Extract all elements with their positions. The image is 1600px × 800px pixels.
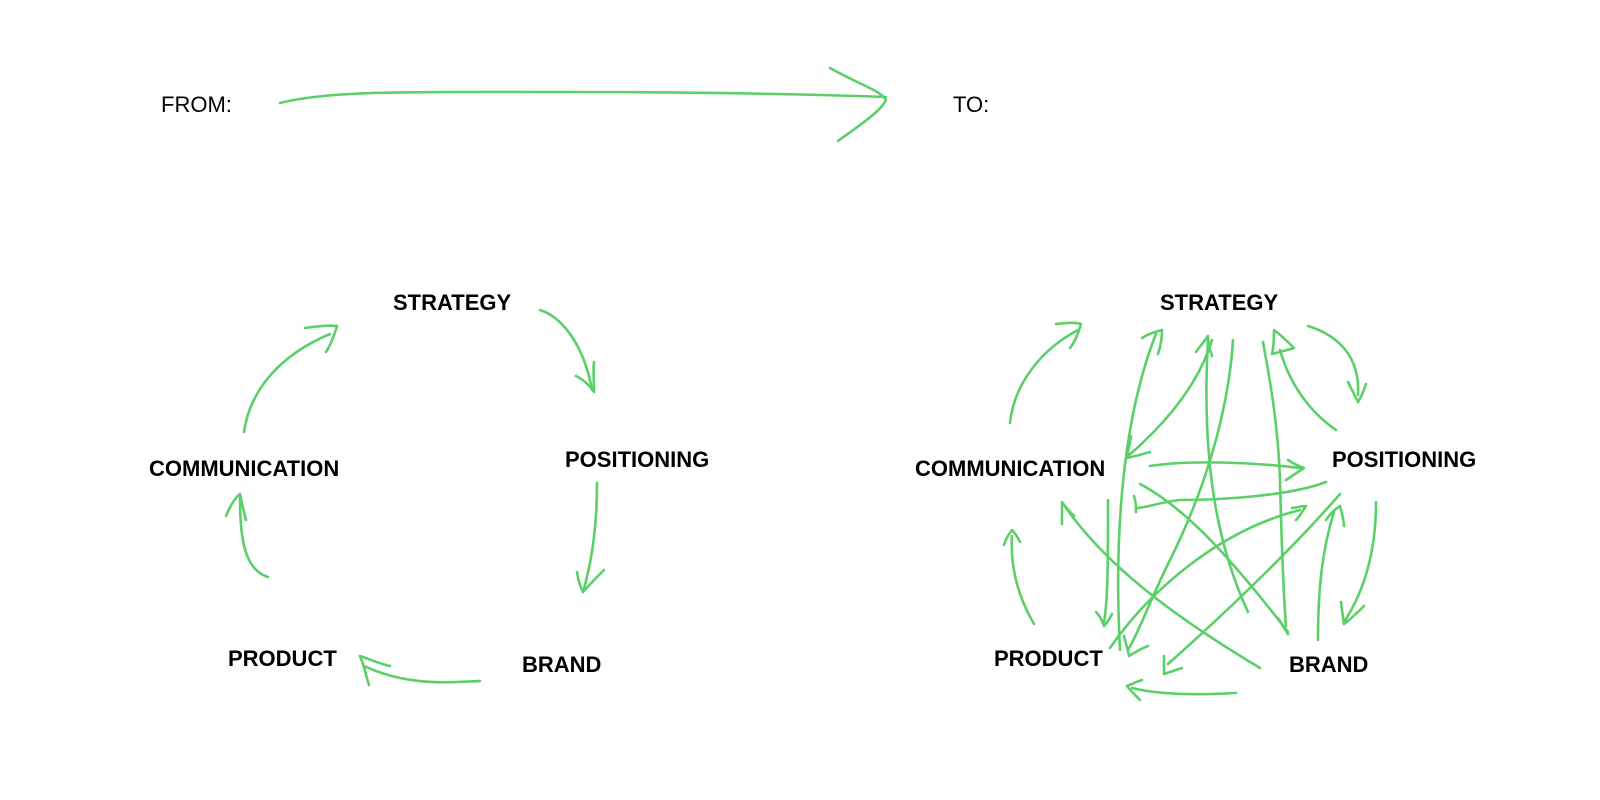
from-node-positioning: POSITIONING — [565, 447, 710, 472]
from-node-communication: COMMUNICATION — [149, 456, 340, 481]
from-node-strategy: STRATEGY — [393, 290, 512, 315]
to-label: TO: — [953, 92, 990, 117]
from-to-arrow — [278, 66, 888, 143]
from-node-product: PRODUCT — [228, 646, 337, 671]
from-cycle-arrows — [224, 308, 606, 687]
to-node-positioning: POSITIONING — [1332, 447, 1477, 472]
from-node-brand: BRAND — [522, 652, 602, 677]
to-node-brand: BRAND — [1289, 652, 1369, 677]
to-node-product: PRODUCT — [994, 646, 1103, 671]
to-node-communication: COMMUNICATION — [915, 456, 1106, 481]
to-network-arrows — [1002, 321, 1378, 702]
from-label: FROM: — [161, 92, 232, 117]
to-node-strategy: STRATEGY — [1160, 290, 1279, 315]
